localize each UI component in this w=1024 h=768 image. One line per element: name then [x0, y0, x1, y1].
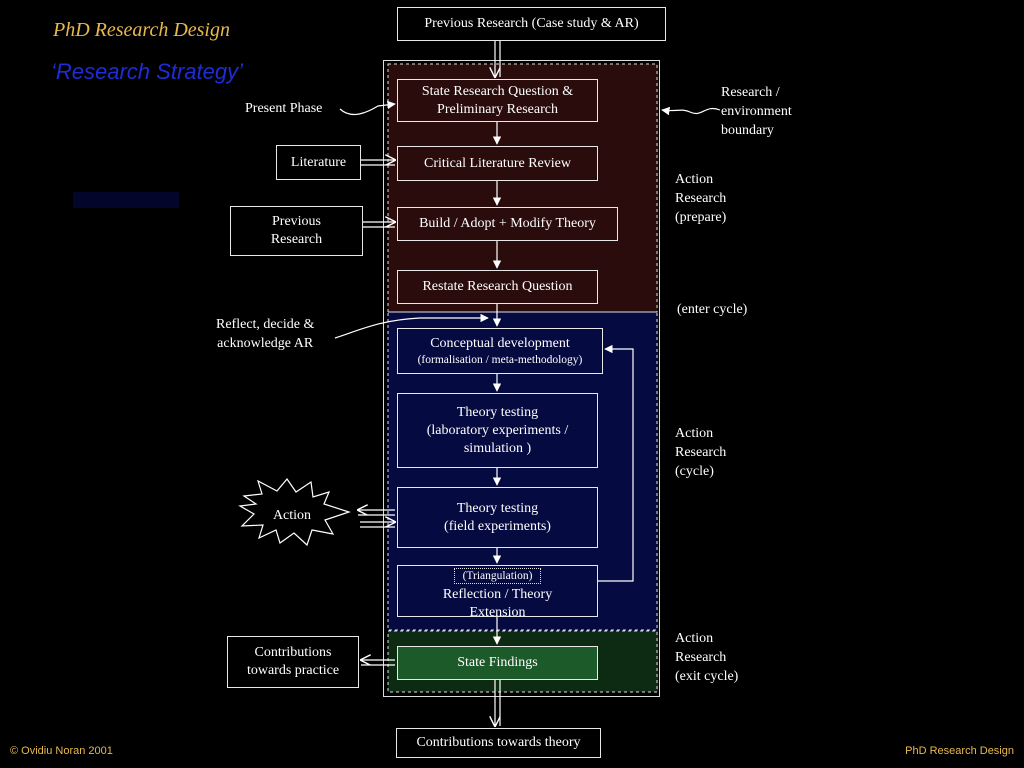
literature-box: Literature — [276, 145, 361, 180]
enter-cycle-label: (enter cycle) — [677, 302, 748, 317]
ar-cycle-label: Action Research (cycle) — [675, 426, 727, 479]
slide-title: PhD Research Design — [53, 19, 230, 41]
contributions-theory-box: Contributions towards theory — [396, 728, 601, 758]
cycle-region — [388, 312, 658, 632]
ar-exit-label: Action Research (exit cycle) — [675, 631, 739, 684]
cycle-region-border — [387, 311, 658, 631]
hidden-placeholder-bar — [73, 192, 179, 208]
ar-prepare-label: Action Research (prepare) — [675, 172, 727, 225]
triangulation-label: (Triangulation) — [453, 568, 542, 584]
research-boundary-frame — [383, 60, 660, 697]
previous-research-input-box: Previous Research — [230, 206, 363, 256]
arrow-reflect — [334, 313, 489, 339]
theory-testing-field-box: Theory testing (field experiments) — [397, 487, 598, 548]
action-label: Action — [273, 508, 311, 523]
contributions-practice-box: Contributions towards practice — [227, 636, 359, 688]
reflect-decide-label: Reflect, decide & acknowledge AR — [216, 317, 315, 351]
prepare-region-border — [387, 63, 658, 313]
footer-title: PhD Research Design — [905, 745, 1014, 757]
literature-review-box: Critical Literature Review — [397, 146, 598, 181]
present-phase-label: Present Phase — [245, 101, 323, 116]
footer-copyright: © Ovidiu Noran 2001 — [10, 745, 113, 757]
arrow-present-phase — [339, 100, 396, 116]
arrow-feedback-loop — [598, 344, 634, 582]
arrow-boundary — [661, 106, 721, 116]
action-starburst — [238, 478, 351, 547]
theory-testing-lab-box: Theory testing (laboratory experiments /… — [397, 393, 598, 468]
conceptual-development-box: Conceptual development (formalisation / … — [397, 328, 603, 374]
reflection-box: (Triangulation) Reflection / Theory Exte… — [397, 565, 598, 617]
build-theory-box: Build / Adopt + Modify Theory — [397, 207, 618, 241]
slide-subtitle: ‘Research Strategy’ — [51, 59, 243, 84]
previous-research-box: Previous Research (Case study & AR) — [397, 7, 666, 41]
prepare-region — [388, 64, 658, 313]
exit-region-border — [387, 630, 658, 693]
boundary-label: Research / environment boundary — [721, 85, 792, 138]
restate-question-box: Restate Research Question — [397, 270, 598, 304]
state-findings-box: State Findings — [397, 646, 598, 680]
state-question-box: State Research Question & Preliminary Re… — [397, 79, 598, 122]
